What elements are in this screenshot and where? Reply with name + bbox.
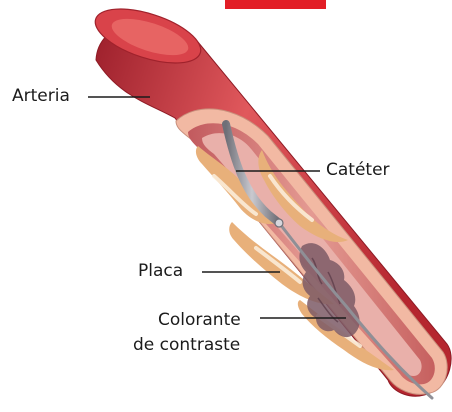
- label-colorante: Colorante: [158, 310, 241, 331]
- label-placa: Placa: [138, 261, 183, 282]
- label-arteria: Arteria: [12, 86, 70, 107]
- catheter-tip: [275, 219, 283, 227]
- label-cateter: Catéter: [326, 160, 390, 181]
- top-bar: [225, 0, 326, 9]
- label-de-contraste: de contraste: [133, 335, 240, 356]
